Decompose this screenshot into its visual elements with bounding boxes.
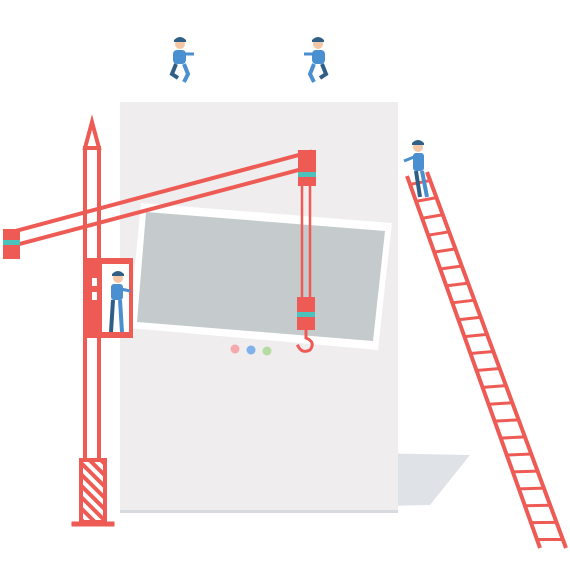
hook-icon (295, 328, 314, 353)
crane-icon (3, 114, 316, 527)
ladder-rung (470, 349, 494, 356)
ladder-rung (409, 179, 431, 186)
ladder-rung (452, 298, 475, 305)
ladder-rung (488, 401, 513, 406)
ladder-rung (494, 418, 519, 423)
ladder-rung (421, 213, 444, 220)
ladder-rung (427, 230, 450, 237)
pagination-dot-3[interactable] (262, 346, 272, 356)
image-card (129, 203, 392, 350)
worker-icon (109, 271, 131, 333)
ladder-rung (464, 332, 488, 339)
worker-icon (169, 37, 194, 83)
ladder-rung (518, 486, 544, 491)
ladder-rung (500, 435, 526, 440)
ladder-rung (440, 264, 462, 271)
worker-icon (403, 140, 429, 198)
ladder-rung (506, 452, 532, 457)
ladder-rung (458, 315, 481, 322)
ladder-rung (446, 281, 469, 288)
worker-icon (304, 37, 329, 83)
ladder-rung (476, 367, 500, 372)
ladder-rung (512, 469, 538, 474)
image-placeholder-icon (137, 212, 385, 341)
ladder-rung (415, 196, 437, 203)
pagination-dot-1[interactable] (230, 344, 240, 354)
ladder-rung (482, 384, 507, 389)
ladder-icon (405, 171, 568, 549)
ladder-rung (433, 247, 456, 254)
pagination-dot-2[interactable] (246, 345, 256, 355)
pagination (230, 344, 272, 356)
